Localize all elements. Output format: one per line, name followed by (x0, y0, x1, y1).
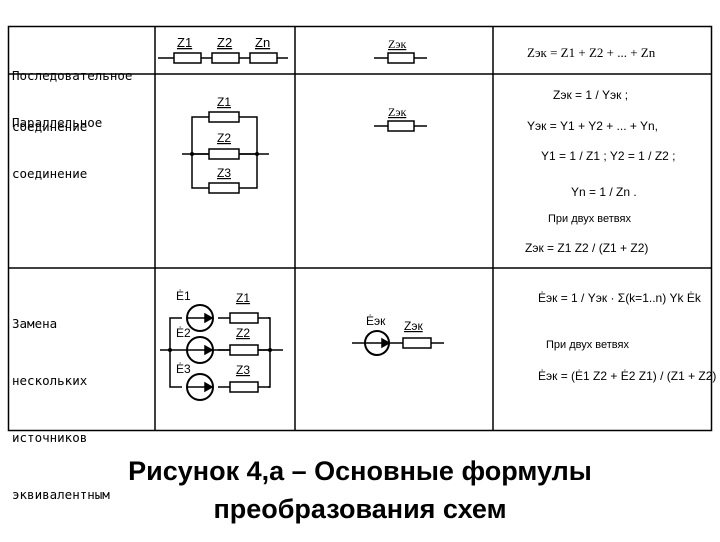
formula-yek: Yэк = Y1 + Y2 + ... + Yn, (527, 119, 658, 133)
formula-series: Zэк = Z1 + Z2 + ... + Zn (527, 45, 656, 60)
row2-label-line: Параллельное (12, 115, 103, 130)
formula-y1-y2: Y1 = 1 / Z1 ; Y2 = 1 / Z2 ; (541, 149, 676, 163)
formula-eek: Ėэк = 1 / Yэк · Σ(k=1..n) Yk Ėk (538, 291, 702, 305)
label-z3-par: Z3 (217, 166, 231, 180)
row3-label-line: источников (12, 430, 88, 445)
row3-label-line: нескольких (12, 373, 88, 388)
note-two-branches-2: При двух ветвях (546, 339, 629, 351)
formula-eek-two: Ėэк = (Ė1 Z2 + Ė2 Z1) / (Z1 + Z2) (538, 369, 716, 383)
label-z1-src: Z1 (236, 291, 250, 305)
series-equivalent (374, 52, 427, 64)
label-e3: Ė3 (176, 362, 191, 376)
resistor-zn (249, 52, 278, 64)
label-e1: Ė1 (176, 289, 191, 303)
label-z3-src: Z3 (236, 363, 250, 377)
row3-label-line: эквивалентным (12, 487, 110, 502)
sources-scheme (160, 304, 283, 401)
resistor-z1 (173, 52, 202, 64)
formula-yn: Yn = 1 / Zn . (571, 185, 637, 199)
label-eek: Ėэк (366, 314, 386, 328)
formula-zek: Zэк = 1 / Yэк ; (553, 88, 628, 102)
label-zn: Zn (255, 35, 270, 50)
note-two-branches-1: При двух ветвях (548, 213, 631, 225)
parallel-equivalent (374, 120, 427, 132)
table-grid (7, 25, 713, 432)
node-right (255, 152, 259, 156)
row3-label: Замена нескольких источников эквивалентн… (12, 276, 110, 542)
label-zek-1: Zэк (388, 37, 406, 51)
caption-line-1: Рисунок 4,а – Основные формулы (128, 456, 592, 486)
row3-label-line: Замена (12, 316, 58, 331)
resistor-z2 (211, 52, 240, 64)
label-zek-3: Zэк (404, 319, 423, 333)
formula-table: Z1 Z2 Zn Zэк Zэк = Z1 + Z2 + ... + Zn Z1… (7, 25, 716, 432)
row1-label-line: Последовательное (12, 68, 133, 83)
figure-caption: Рисунок 4,а – Основные формулы преобразо… (0, 452, 720, 528)
caption-line-2: преобразования схем (213, 494, 507, 524)
row2-label-line: соединение (12, 166, 88, 181)
label-z2-src: Z2 (236, 326, 250, 340)
label-z2: Z2 (217, 35, 232, 50)
row1-label-line: соединение (12, 119, 88, 134)
node-src-left (168, 348, 172, 352)
sources-equivalent (352, 330, 444, 356)
label-z1-par: Z1 (217, 95, 231, 109)
row2-label: Параллельное соединение (12, 80, 102, 216)
formula-zek-two: Zэк = Z1 Z2 / (Z1 + Z2) (525, 241, 648, 255)
series-scheme (158, 52, 288, 64)
node-left (190, 152, 194, 156)
label-z2-par: Z2 (217, 131, 231, 145)
row1-label: Последовательное соединение (12, 33, 132, 169)
node-src-right (268, 348, 272, 352)
label-e2: Ė2 (176, 326, 191, 340)
label-z1: Z1 (177, 35, 192, 50)
label-zek-2: Zэк (388, 105, 406, 119)
